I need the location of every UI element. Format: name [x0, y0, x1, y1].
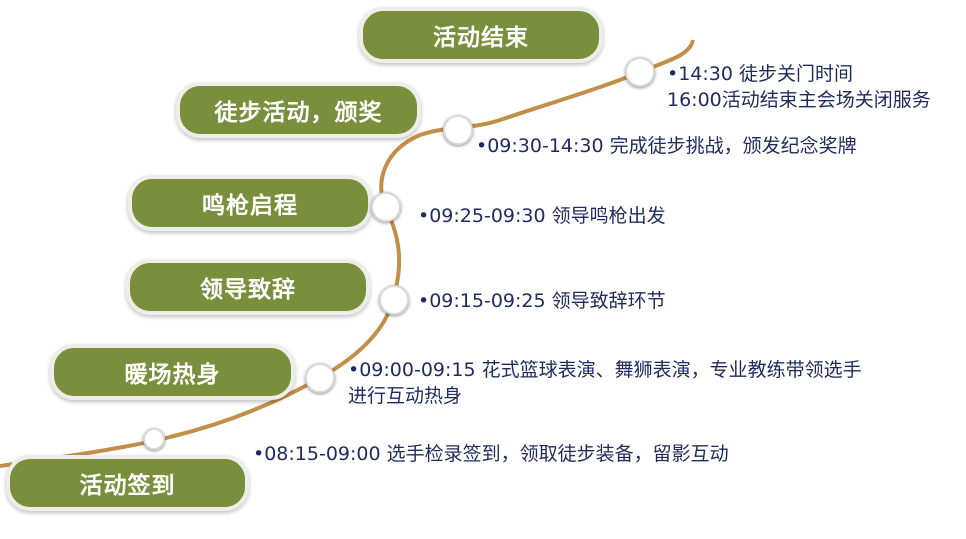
stage-pill-leader-speech: 领导致辞 [126, 259, 370, 315]
timeline-node-4 [379, 285, 409, 315]
timeline-node-5 [305, 363, 335, 393]
stage-pill-warm-up: 暖场热身 [50, 344, 295, 400]
timeline-node-3 [371, 192, 401, 222]
stage-pill-activity-end: 活动结束 [359, 7, 603, 63]
stage-pill-hiking-award: 徒步活动，颁奖 [176, 82, 421, 138]
stage-desc-check-in: •08:15-09:00 选手检录签到，领取徒步装备，留影互动 [253, 443, 729, 465]
stage-pill-start-gun: 鸣枪启程 [128, 175, 372, 231]
timeline-node-6 [143, 428, 165, 450]
timeline-node-1 [625, 57, 655, 87]
stage-pill-check-in: 活动签到 [6, 455, 249, 511]
stage-desc-activity-end: •14:30 徒步关门时间 16:00活动结束主会场关闭服务 [667, 63, 931, 111]
stage-desc-start-gun: •09:25-09:30 领导鸣枪出发 [418, 205, 666, 227]
stage-desc-hiking-award: •09:30-14:30 完成徒步挑战，颁发纪念奖牌 [476, 135, 857, 157]
stage-desc-warm-up: •09:00-09:15 花式篮球表演、舞狮表演，专业教练带领选手 进行互动热身 [348, 359, 862, 407]
stage-desc-leader-speech: •09:15-09:25 领导致辞环节 [418, 290, 666, 312]
timeline-node-2 [443, 115, 473, 145]
